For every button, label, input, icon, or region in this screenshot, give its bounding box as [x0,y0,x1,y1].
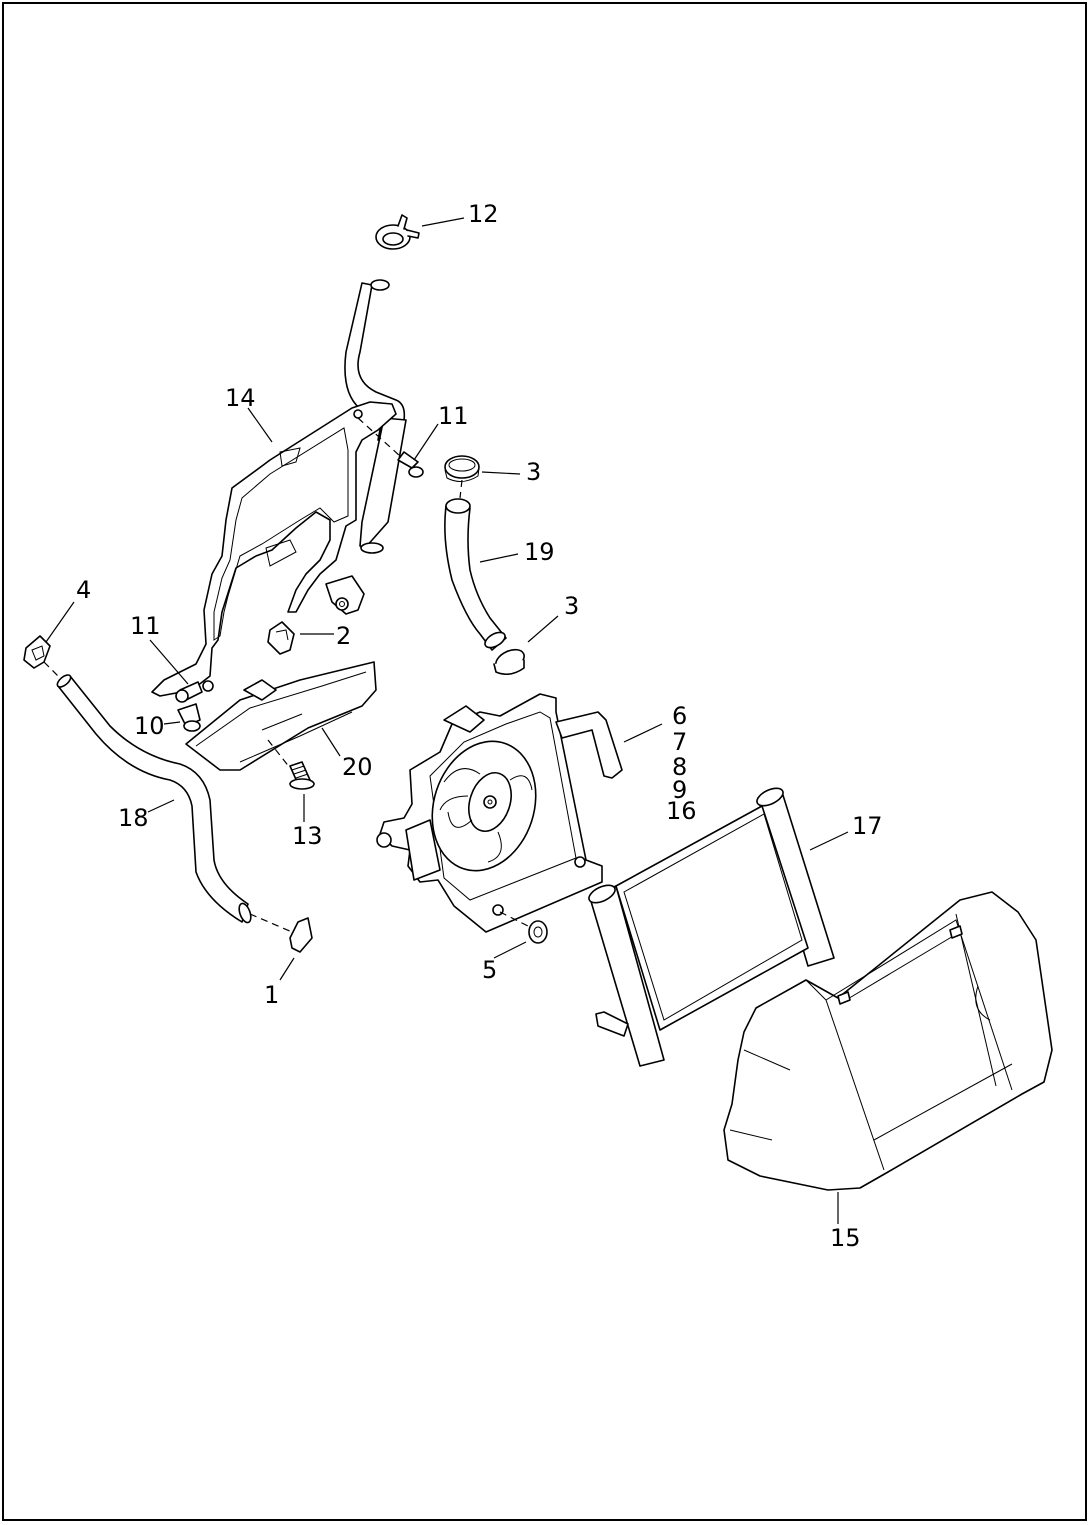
callout-19: 19 [524,538,555,566]
hose-clamp-part-12 [375,214,420,250]
push-pin-part-13 [289,761,315,790]
callout-17: 17 [852,812,883,840]
callout-8: 8 [672,753,687,781]
callout-15: 15 [830,1224,861,1252]
callout-2: 2 [336,622,351,650]
radiator-cover-part-15 [723,891,1053,1191]
callout-3-upper: 3 [526,458,541,486]
leader-lines [45,217,849,1224]
callout-14: 14 [225,384,256,412]
callout-16: 16 [666,797,697,825]
callout-20: 20 [342,753,373,781]
callout-7: 7 [672,728,687,756]
callout-11-lower: 11 [130,612,161,640]
callout-3-lower: 3 [564,592,579,620]
coolant-hose-part-18 [56,674,293,933]
bolt-part-11-upper [357,417,424,478]
callout-18: 18 [118,804,149,832]
fastener-part-10 [177,703,201,732]
coolant-hose-part-19 [444,498,507,651]
callout-6: 6 [672,702,687,730]
callout-1: 1 [264,981,279,1009]
callout-10: 10 [134,712,165,740]
bolt-part-11-lower [175,681,203,703]
hose-clamp-part-3-upper [444,455,480,499]
callout-12: 12 [468,200,499,228]
callout-11-upper: 11 [438,402,469,430]
callout-9: 9 [672,776,687,804]
cap-part-1 [289,917,313,953]
grommet-part-5 [528,920,548,944]
callout-4: 4 [76,576,91,604]
hose-clamp-part-3-lower [493,648,525,676]
clip-part-4 [23,635,59,677]
fan-shroud-assembly [376,693,623,933]
radiator-part-17 [588,787,835,1067]
callout-13: 13 [292,822,323,850]
callout-5: 5 [482,956,497,984]
clip-part-2 [267,621,295,655]
lower-cover-part-20 [185,661,377,771]
